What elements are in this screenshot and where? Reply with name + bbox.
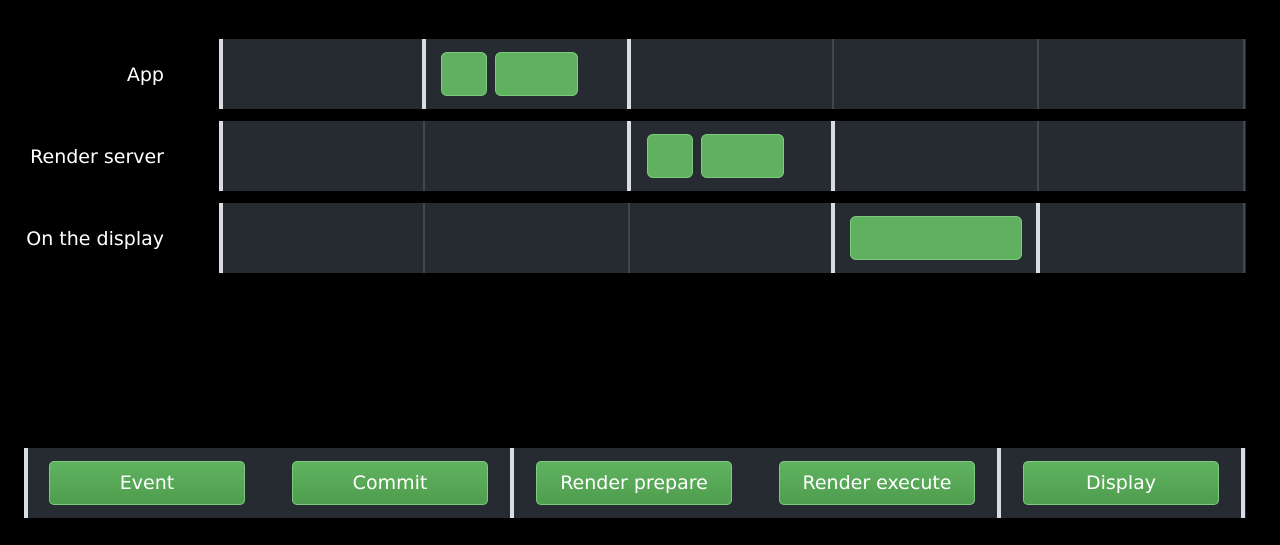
vsync-marker (422, 39, 426, 109)
app-track (219, 39, 1246, 109)
frame-divider (1037, 39, 1039, 109)
frame-divider (423, 203, 425, 273)
commit-phase-button[interactable]: Commit (292, 461, 488, 505)
event-phase-button[interactable]: Event (49, 461, 245, 505)
frame-divider (1243, 39, 1245, 109)
lane-label-app: App (126, 64, 164, 86)
render-server-track (219, 121, 1246, 191)
render-prepare-phase-button[interactable]: Render prepare (536, 461, 732, 505)
render-execute-phase-button[interactable]: Render execute (779, 461, 975, 505)
frame-divider (1243, 203, 1245, 273)
render-prepare-block (647, 134, 693, 178)
vsync-marker (831, 203, 835, 273)
frame-divider (1243, 121, 1245, 191)
lane-label-on-the-display: On the display (26, 228, 164, 250)
lane-label-render-server: Render server (30, 146, 164, 168)
legend-separator (1241, 448, 1245, 518)
frame-boundary (219, 203, 223, 273)
frame-divider (423, 121, 425, 191)
frame-divider (628, 203, 630, 273)
legend-separator (510, 448, 514, 518)
display-track (219, 203, 1246, 273)
vsync-marker (627, 39, 631, 109)
app-commit-block (495, 52, 578, 96)
legend-separator (24, 448, 28, 518)
legend-separator (997, 448, 1001, 518)
render-execute-block (701, 134, 784, 178)
frame-boundary (219, 121, 223, 191)
vsync-marker (1036, 203, 1040, 273)
phase-legend: Event Commit Render prepare Render execu… (24, 448, 1246, 518)
app-event-block (441, 52, 487, 96)
vsync-marker (627, 121, 631, 191)
display-block (850, 216, 1022, 260)
vsync-marker (831, 121, 835, 191)
frame-boundary (219, 39, 223, 109)
frame-divider (1037, 121, 1039, 191)
display-phase-button[interactable]: Display (1023, 461, 1219, 505)
frame-divider (832, 39, 834, 109)
